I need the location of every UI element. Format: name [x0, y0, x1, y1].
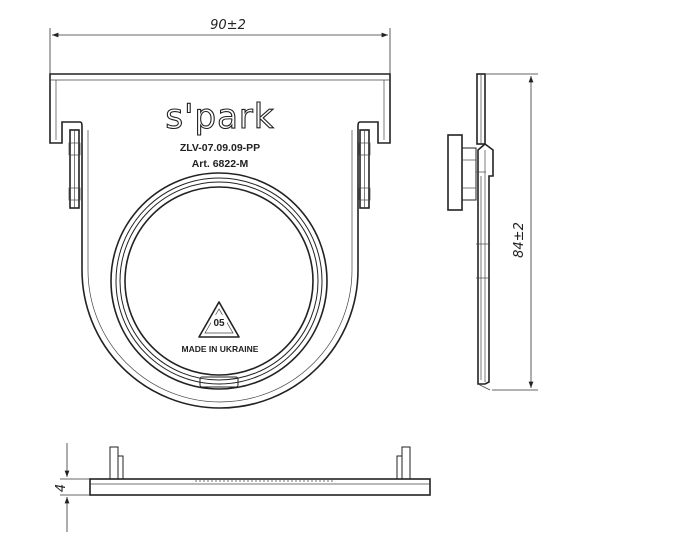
model-code: ZLV-07.09.09-PP	[180, 142, 260, 154]
height-dimension: 84±2	[486, 73, 538, 391]
brand-logo: s'park	[165, 97, 274, 137]
height-dimension-label: 84±2	[512, 222, 527, 258]
width-dimension: 90±2	[49, 18, 391, 74]
right-clip	[358, 129, 371, 209]
width-dimension-label: 90±2	[210, 18, 246, 33]
thickness-dimension: 4	[54, 443, 90, 532]
top-flange	[49, 73, 391, 409]
article-code: Art. 6822-M	[192, 158, 249, 170]
top-view: 4	[54, 443, 431, 532]
origin-label: MADE IN UKRAINE	[182, 344, 259, 354]
left-clip	[68, 129, 81, 209]
recycling-code: 05	[213, 318, 225, 329]
recycling-icon: 05	[198, 301, 240, 338]
side-view: 84±2	[447, 73, 538, 391]
outlet-ring	[110, 172, 328, 390]
thickness-dimension-label: 4	[54, 484, 69, 492]
front-view: 90±2	[49, 18, 391, 409]
